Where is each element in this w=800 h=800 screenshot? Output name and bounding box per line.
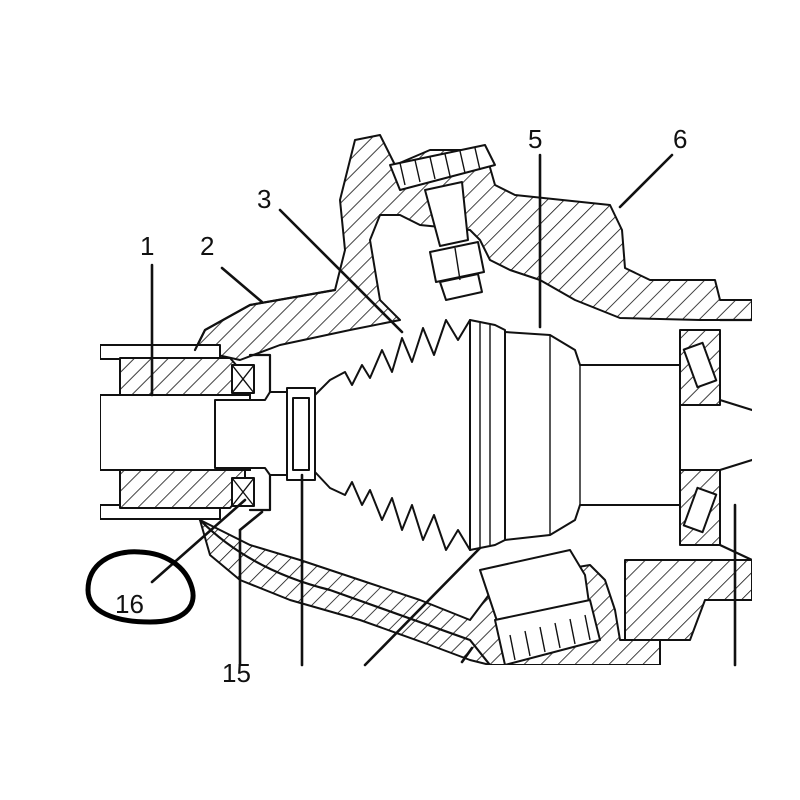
callout-2: 2 xyxy=(200,231,214,261)
left-tube-top xyxy=(100,344,221,360)
inner-shaft xyxy=(214,391,291,476)
housing-upper xyxy=(194,134,752,361)
boot-end xyxy=(469,319,506,551)
left-bushing-top xyxy=(119,357,246,396)
housing-lower-right xyxy=(624,559,752,641)
callout-5: 5 xyxy=(528,124,542,154)
callout-3: 3 xyxy=(257,184,271,214)
cv-joint-body xyxy=(504,331,681,541)
callout-16: 16 xyxy=(115,589,144,619)
leader-15 xyxy=(238,510,264,667)
leader-2 xyxy=(220,266,264,304)
leader-3 xyxy=(278,208,404,334)
top-bolt-shank xyxy=(424,181,469,247)
top-bolt-head xyxy=(389,144,496,191)
callout-1: 1 xyxy=(140,231,154,261)
boot-bellows xyxy=(314,319,471,551)
leader-16 xyxy=(150,498,247,584)
handdrawn-circle-annotation xyxy=(85,549,196,625)
leader-lower-bolt xyxy=(460,646,474,664)
callout-15: 15 xyxy=(222,658,251,688)
leader-lower-boot xyxy=(363,546,482,667)
left-bushing-bottom xyxy=(119,469,246,509)
callout-6: 6 xyxy=(673,124,687,154)
leader-6 xyxy=(618,153,674,209)
